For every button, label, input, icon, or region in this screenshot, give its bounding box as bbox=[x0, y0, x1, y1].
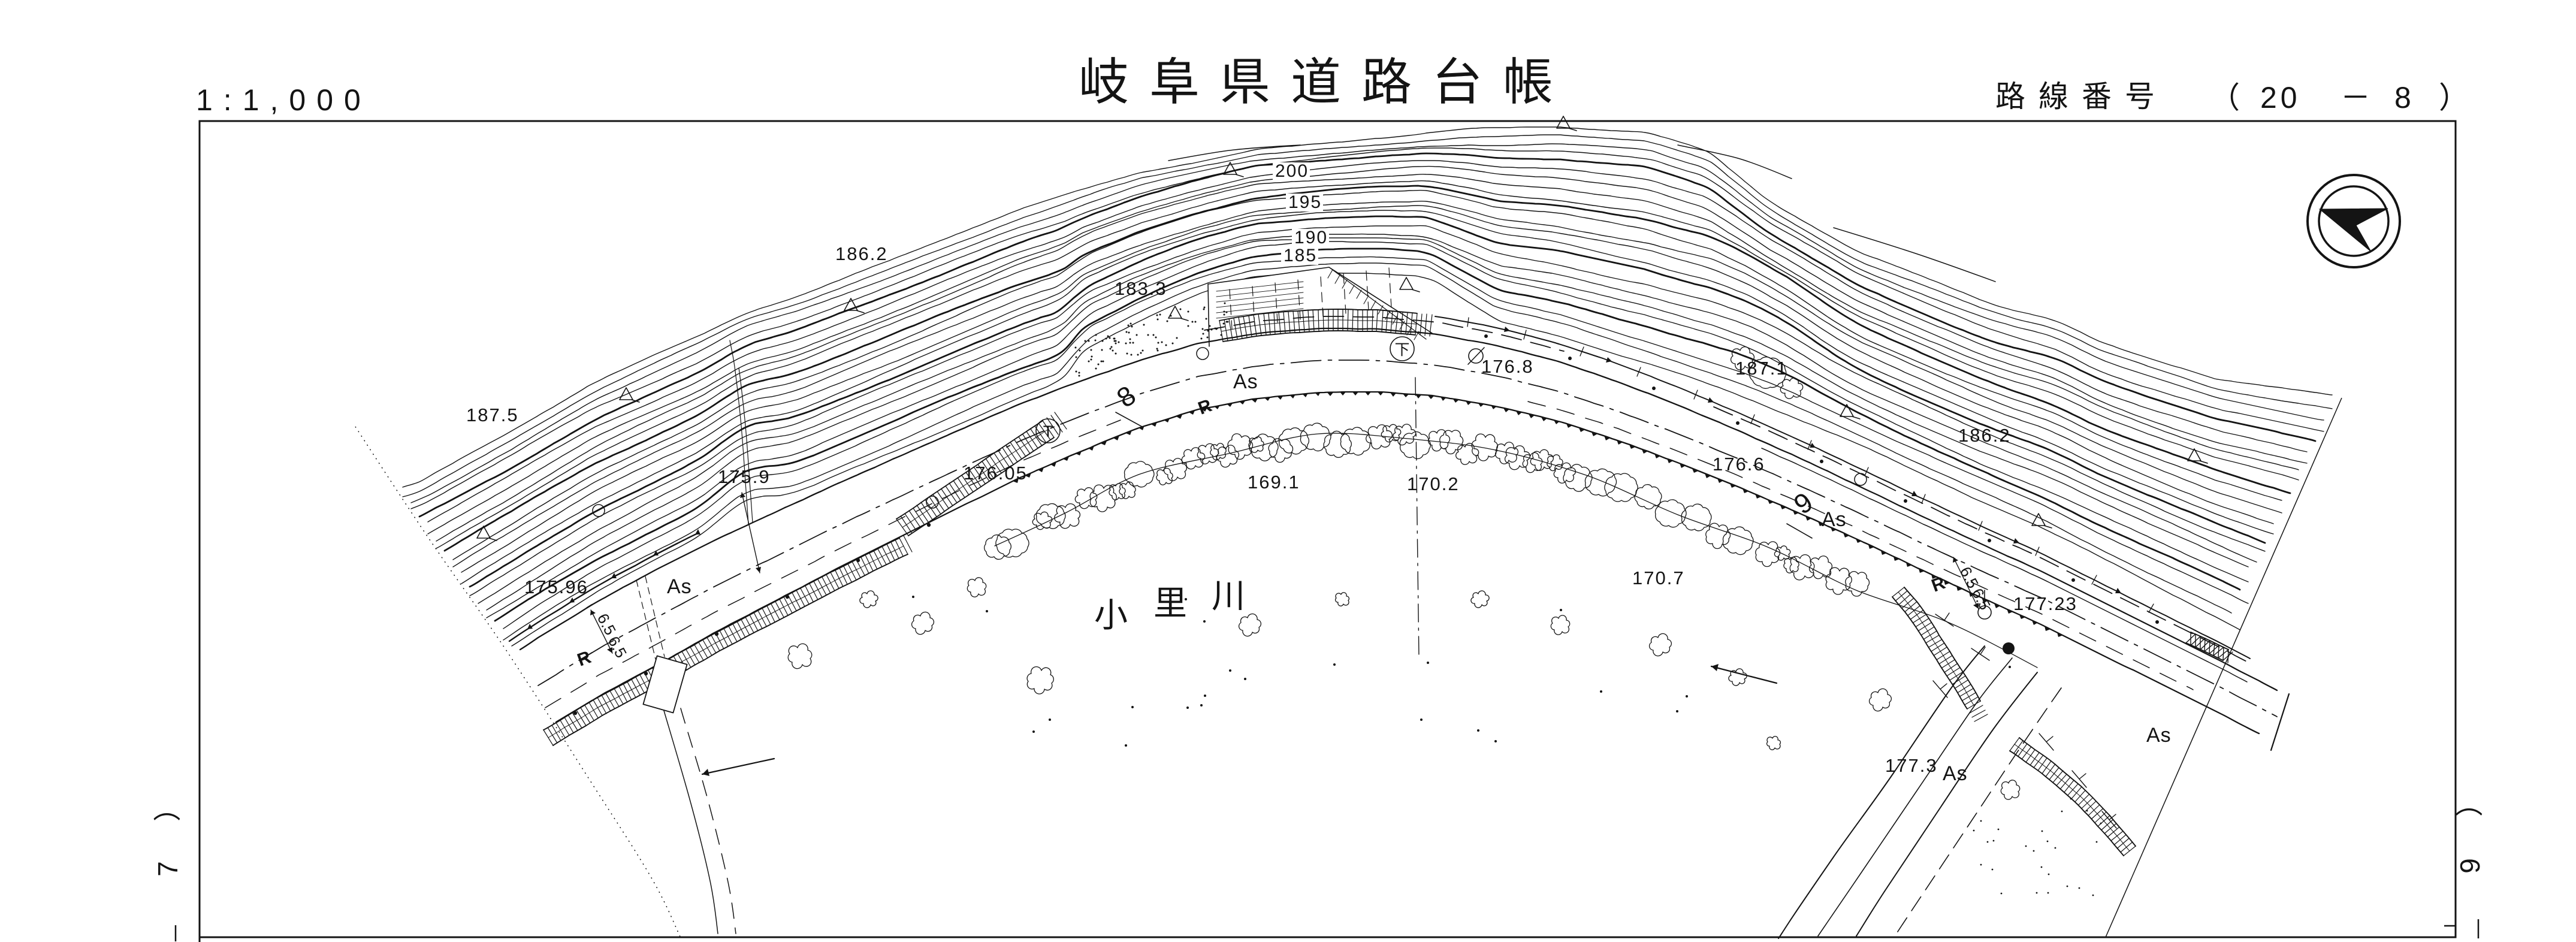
svg-text:185: 185 bbox=[1284, 246, 1317, 265]
svg-text:169.1: 169.1 bbox=[1248, 472, 1300, 493]
svg-text:20: 20 bbox=[2260, 81, 2301, 114]
svg-text:岐阜県道路台帳: 岐阜県道路台帳 bbox=[1079, 54, 1574, 110]
svg-text:175.9: 175.9 bbox=[718, 466, 771, 487]
svg-text:As: As bbox=[1943, 762, 1968, 785]
svg-text:8: 8 bbox=[2394, 81, 2411, 114]
svg-text:里: 里 bbox=[1153, 584, 1187, 622]
svg-text:R: R bbox=[1929, 573, 1948, 596]
svg-text:As: As bbox=[667, 575, 692, 598]
svg-text:R: R bbox=[575, 647, 594, 671]
svg-text:170.7: 170.7 bbox=[1632, 567, 1685, 588]
svg-text:176.8: 176.8 bbox=[1481, 356, 1534, 377]
svg-text:As: As bbox=[1822, 508, 1847, 531]
svg-text:8: 8 bbox=[1111, 379, 1141, 413]
svg-text:190: 190 bbox=[1294, 228, 1328, 247]
svg-text:177.3: 177.3 bbox=[1885, 755, 1938, 776]
svg-text:186.2: 186.2 bbox=[1958, 425, 2011, 446]
svg-text:）: ） bbox=[152, 794, 183, 822]
svg-text:As: As bbox=[1233, 370, 1258, 393]
svg-text:176.05: 176.05 bbox=[964, 463, 1028, 484]
svg-text:）: ） bbox=[2454, 789, 2486, 817]
svg-text:9: 9 bbox=[2454, 858, 2486, 874]
svg-text:川: 川 bbox=[1212, 577, 1245, 615]
svg-text:200: 200 bbox=[1275, 161, 1309, 181]
svg-text:187.5: 187.5 bbox=[466, 404, 519, 425]
svg-text:下: 下 bbox=[1394, 342, 1409, 358]
svg-text:170.2: 170.2 bbox=[1407, 473, 1460, 494]
svg-text:As: As bbox=[2146, 724, 2172, 747]
svg-text:6.5: 6.5 bbox=[605, 633, 630, 661]
svg-text:）: ） bbox=[2439, 81, 2469, 114]
svg-text:6.5: 6.5 bbox=[594, 611, 620, 638]
svg-text:176.6: 176.6 bbox=[1713, 454, 1765, 475]
svg-text:T: T bbox=[1043, 422, 1053, 440]
svg-text:1:1,000: 1:1,000 bbox=[196, 83, 372, 117]
svg-text:路線番号: 路線番号 bbox=[1995, 80, 2168, 113]
svg-text:9: 9 bbox=[1788, 486, 1819, 520]
svg-text:186.2: 186.2 bbox=[835, 243, 888, 264]
svg-text:R: R bbox=[1195, 395, 1215, 419]
svg-text:187.1: 187.1 bbox=[1735, 358, 1788, 379]
svg-text:（: （ bbox=[2210, 81, 2240, 114]
svg-text:175.96: 175.96 bbox=[524, 576, 588, 597]
svg-text:－: － bbox=[2341, 81, 2370, 114]
svg-text:177.23: 177.23 bbox=[2013, 593, 2077, 614]
svg-text:183.3: 183.3 bbox=[1115, 278, 1167, 299]
svg-text:小: 小 bbox=[1094, 596, 1128, 634]
svg-text:7: 7 bbox=[152, 861, 183, 877]
svg-text:195: 195 bbox=[1288, 192, 1322, 212]
